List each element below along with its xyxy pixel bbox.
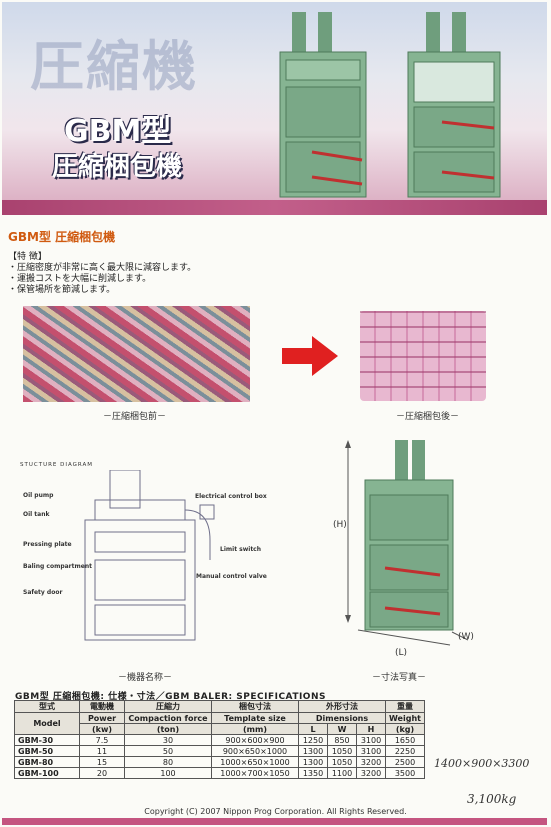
- caption-diagram: －機器名称－: [118, 673, 173, 683]
- table-row: GBM-80 15 80 1000×650×1000 1300 1050 320…: [14, 756, 425, 768]
- caption-after: －圧縮梱包後－: [396, 412, 460, 422]
- table-cell: 3100: [356, 734, 386, 746]
- table-cell: 15: [79, 756, 125, 768]
- table-header: 型式: [14, 700, 80, 713]
- table-cell: GBM-50: [14, 745, 80, 757]
- table-header-jp: 型式 電動機 圧縮力 梱包寸法 外形寸法 重量: [14, 700, 425, 713]
- table-units: (kw) (ton) (mm) L W H (kg): [15, 723, 425, 735]
- table-header: 電動機: [79, 700, 125, 713]
- table-cell: 900×600×900: [211, 734, 299, 746]
- label-pressing-plate: Pressing plate: [23, 541, 72, 548]
- table-cell: 1650: [385, 734, 425, 746]
- table-cell: 3500: [385, 767, 425, 779]
- arrow-right-icon: [282, 336, 338, 376]
- table-cell: 1300: [298, 745, 328, 757]
- table-cell: 30: [124, 734, 212, 746]
- caption-dimensions: －寸法写真－: [372, 673, 427, 683]
- feature-item: ・保管場所を節減します。: [8, 285, 116, 295]
- footer-copyright: Copyright (C) 2007 Nippon Prog Corporati…: [144, 807, 407, 816]
- caption-before: －圧縮梱包前－: [103, 412, 167, 422]
- banner-model: GBM型: [64, 114, 172, 149]
- table-cell: GBM-100: [14, 767, 80, 779]
- dimension-photo: [345, 440, 469, 646]
- table-unit: H: [356, 723, 386, 735]
- table-header-en: Model Power Compaction force Template si…: [14, 712, 425, 735]
- label-width: (W): [458, 632, 474, 642]
- table-header: 梱包寸法: [211, 700, 299, 713]
- table-cell: GBM-80: [14, 756, 80, 768]
- machine-illustration-1: [279, 12, 367, 198]
- feature-item: ・圧縮密度が非常に高く最大限に減容します。: [8, 263, 197, 273]
- table-unit: (ton): [124, 723, 212, 735]
- table-row: GBM-100 20 100 1000×700×1050 1350 1100 3…: [14, 767, 425, 779]
- footer-bar: [2, 818, 547, 825]
- features-list: 【特 徴】 ・圧縮密度が非常に高く最大限に減容します。 ・運搬コストを大幅に削減…: [8, 252, 196, 296]
- header-banner: 圧縮機 GBM型 圧縮梱包機: [2, 2, 547, 215]
- table-cell: 1300: [298, 756, 328, 768]
- table-cell: 3200: [356, 767, 386, 779]
- spec-table: 型式 電動機 圧縮力 梱包寸法 外形寸法 重量 Model Power Comp…: [14, 700, 425, 779]
- table-cell: 100: [124, 767, 212, 779]
- photo-after-compression: [360, 311, 486, 401]
- table-cell: 2250: [385, 745, 425, 757]
- table-cell: 80: [124, 756, 212, 768]
- label-length: (L): [395, 648, 408, 658]
- table-header: Template size: [211, 712, 299, 724]
- table-cell: 1350: [298, 767, 328, 779]
- photo-before-compression: [23, 306, 250, 402]
- table-unit: (kw): [79, 723, 125, 735]
- table-header: Weight: [385, 712, 425, 724]
- table-cell: 7.5: [79, 734, 125, 746]
- table-cell: 1250: [298, 734, 328, 746]
- label-safety-door: Safety door: [23, 589, 63, 596]
- table-row: GBM-50 11 50 900×650×1000 1300 1050 3100…: [14, 745, 425, 757]
- banner-ghost-title: 圧縮機: [30, 35, 198, 98]
- section-title: GBM型 圧縮梱包機: [8, 230, 116, 244]
- banner-bottom-bar: [2, 200, 547, 215]
- table-cell: 20: [79, 767, 125, 779]
- machine-illustration-2: [407, 12, 501, 198]
- table-header: 重量: [385, 700, 425, 713]
- table-cell: 1100: [327, 767, 357, 779]
- table-unit: L: [298, 723, 328, 735]
- table-unit: (kg): [385, 723, 425, 735]
- label-oil-tank: Oil tank: [23, 511, 50, 518]
- table-unit: (mm): [211, 723, 299, 735]
- label-oil-pump: Oil pump: [23, 492, 54, 499]
- table-cell: 50: [124, 745, 212, 757]
- features-heading: 【特 徴】: [8, 252, 47, 262]
- table-cell: 2500: [385, 756, 425, 768]
- banner-subtitle: 圧縮梱包機: [52, 152, 183, 182]
- diagram-title: STUCTURE DIAGRAM: [20, 462, 94, 468]
- table-cell: 1050: [327, 756, 357, 768]
- table-cell: 1000×700×1050: [211, 767, 299, 779]
- table-cell: 900×650×1000: [211, 745, 299, 757]
- structure-diagram: [84, 470, 215, 641]
- table-cell: 3200: [356, 756, 386, 768]
- table-header: Dimensions: [298, 712, 386, 724]
- table-cell: 1050: [327, 745, 357, 757]
- table-cell: 3100: [356, 745, 386, 757]
- table-header: Power: [79, 712, 125, 724]
- label-baling-compartment: Baling compartment: [23, 563, 92, 570]
- table-unit: W: [327, 723, 357, 735]
- label-limit-switch: Limit switch: [220, 546, 262, 553]
- table-cell: GBM-30: [14, 734, 80, 746]
- label-height: (H): [333, 520, 347, 530]
- table-cell: 850: [327, 734, 357, 746]
- feature-item: ・運搬コストを大幅に削減します。: [8, 274, 152, 284]
- table-header: Compaction force: [124, 712, 212, 724]
- table-row: GBM-30 7.5 30 900×600×900 1250 850 3100 …: [14, 734, 425, 746]
- table-cell: 1000×650×1000: [211, 756, 299, 768]
- table-header: 圧縮力: [124, 700, 212, 713]
- handwritten-dimensions: 1400×900×3300: [434, 757, 530, 770]
- label-manual-control-valve: Manual control valve: [196, 573, 267, 580]
- spec-title: GBM型 圧縮梱包機: 仕様・寸法／GBM BALER: SPECIFICATI…: [15, 692, 326, 702]
- label-electrical-control-box: Electrical control box: [195, 493, 267, 500]
- table-header: 外形寸法: [298, 700, 386, 713]
- table-header: Model: [14, 712, 80, 735]
- table-cell: 11: [79, 745, 125, 757]
- handwritten-weight: 3,100kg: [467, 792, 517, 806]
